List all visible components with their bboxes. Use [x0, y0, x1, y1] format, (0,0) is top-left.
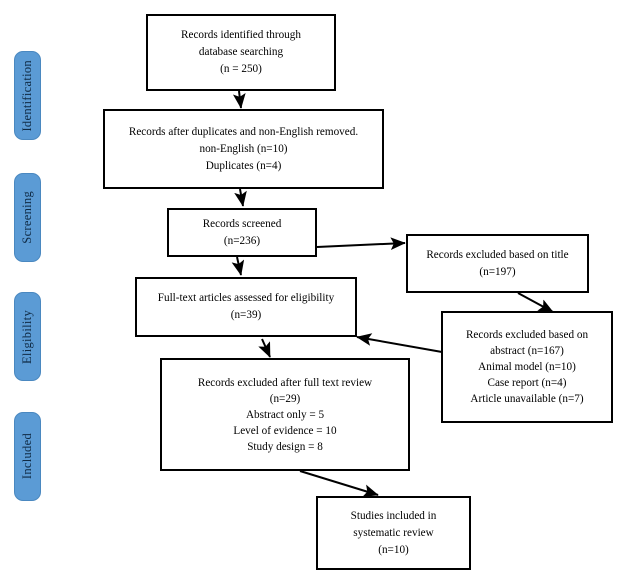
arrow-dedup-to-screened — [234, 188, 247, 207]
arrow-screened-to-excluded-title — [316, 237, 406, 251]
arrow-abstract-to-fulltext — [356, 333, 443, 353]
arrow-title-to-abstract — [517, 292, 554, 313]
box-excluded-abstract: Records excluded based on abstract (n=16… — [441, 311, 613, 423]
arrow-fulltext-to-excluded-fulltext — [258, 338, 271, 358]
box-records-after-duplicates-line-2: non-English (n=10) — [199, 142, 288, 155]
arrow-identified-to-dedup — [232, 90, 246, 109]
box-records-screened: Records screened (n=236) — [167, 208, 317, 257]
arrow-to-studies-included — [299, 470, 379, 497]
box-records-identified-line-2: database searching — [198, 46, 284, 58]
box-records-after-duplicates-line-3: Duplicates (n=4) — [205, 159, 282, 172]
box-excluded-title-line-1: Records excluded based on title — [426, 248, 569, 261]
box-excluded-abstract-line-3: Animal model (n=10) — [478, 361, 576, 373]
box-excluded-title-line-2: (n=197) — [479, 265, 516, 278]
box-excluded-fulltext-line-1: Records excluded after full text review — [197, 376, 373, 389]
box-excluded-abstract-line-1: Records excluded based on — [465, 329, 589, 341]
box-studies-included-line-1: Studies included in — [350, 509, 437, 522]
box-fulltext-assessed-line-1: Full-text articles assessed for eligibil… — [157, 292, 335, 304]
box-excluded-abstract-line-2: abstract (n=167) — [490, 345, 564, 357]
stage-label-included-text: Included — [20, 433, 34, 480]
box-studies-included-line-2: systematic review — [353, 526, 434, 539]
stage-label-identification: Identification — [14, 51, 41, 140]
box-records-after-duplicates: Records after duplicates and non-English… — [103, 109, 384, 189]
stage-label-identification-text: Identification — [20, 59, 34, 132]
box-records-identified-line-1: Records identified through — [181, 29, 301, 41]
box-fulltext-assessed: Full-text articles assessed for eligibil… — [135, 277, 357, 337]
box-records-identified: Records identified through database sear… — [146, 14, 336, 91]
box-studies-included: Studies included in systematic review (n… — [316, 496, 471, 570]
box-studies-included-line-3: (n=10) — [378, 543, 409, 556]
box-excluded-abstract-line-5: Article unavailable (n=7) — [470, 393, 584, 405]
box-records-screened-line-2: (n=236) — [223, 234, 261, 247]
arrow-screened-to-fulltext — [231, 256, 245, 276]
box-excluded-title: Records excluded based on title (n=197) — [406, 234, 589, 293]
stage-label-included: Included — [14, 412, 41, 501]
box-records-identified-line-3: (n = 250) — [220, 63, 262, 75]
stage-label-eligibility-text: Eligibility — [20, 309, 34, 364]
box-fulltext-assessed-line-2: (n=39) — [230, 309, 262, 321]
box-excluded-fulltext: Records excluded after full text review … — [160, 358, 410, 471]
box-excluded-fulltext-line-5: Study design = 8 — [247, 440, 323, 453]
box-records-after-duplicates-line-1: Records after duplicates and non-English… — [128, 125, 359, 138]
stage-label-screening-text: Screening — [20, 191, 34, 244]
box-excluded-abstract-line-4: Case report (n=4) — [487, 377, 567, 389]
stage-label-eligibility: Eligibility — [14, 292, 41, 381]
box-excluded-fulltext-line-3: Abstract only = 5 — [245, 408, 325, 421]
box-excluded-fulltext-line-2: (n=29) — [269, 392, 301, 405]
box-excluded-fulltext-line-4: Level of evidence = 10 — [233, 424, 337, 437]
box-records-screened-line-1: Records screened — [202, 217, 282, 230]
stage-label-screening: Screening — [14, 173, 41, 262]
